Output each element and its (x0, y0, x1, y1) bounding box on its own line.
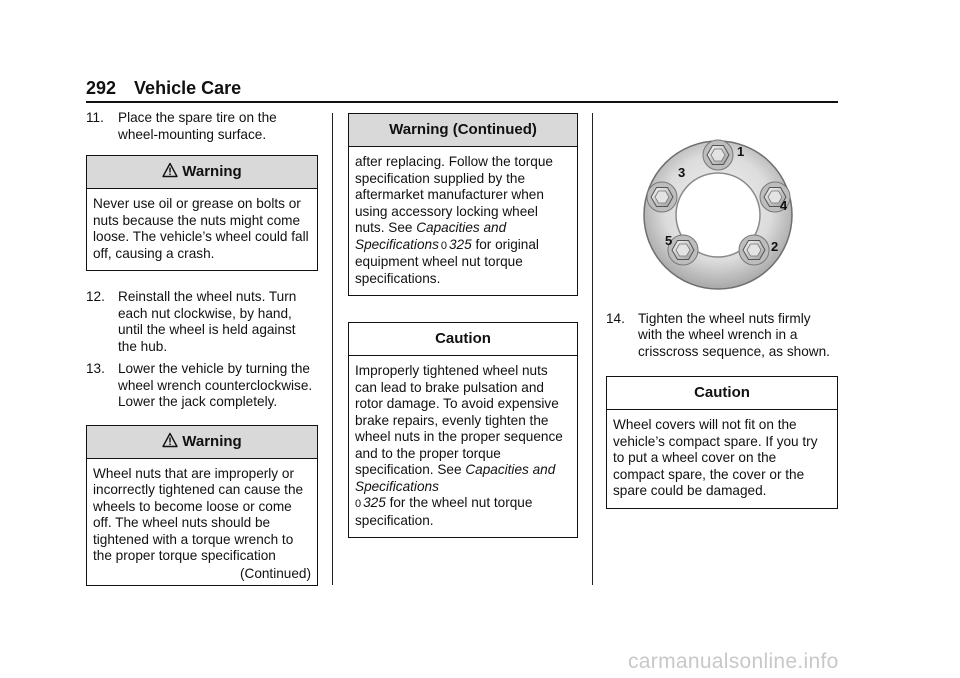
wheel-nut-sequence-diagram: 1 2 3 4 5 (643, 139, 793, 290)
wheel-nut-4 (759, 181, 791, 213)
warning-icon (162, 432, 178, 447)
warning-header: Warning (87, 156, 317, 189)
caution-box-wheel-covers: Caution Wheel covers will not fit on the… (606, 376, 838, 509)
warning-title: Warning (182, 163, 242, 180)
column-divider-2 (592, 113, 593, 585)
page-ref[interactable]: 325 (363, 495, 386, 510)
caution-box-torque: Caution Improperly tightened wheel nuts … (348, 322, 578, 538)
column-divider-1 (332, 113, 333, 585)
column-2: Warning (Continued) after replacing. Fol… (348, 113, 578, 538)
step-text: Place the spare tire on the wheel-mounti… (118, 110, 277, 142)
capacities-link[interactable]: Capacities and Specifications (355, 220, 507, 252)
wheel-nut-5 (667, 234, 699, 266)
page-header: 292 Vehicle Care (86, 78, 241, 99)
nut-label-5: 5 (665, 233, 672, 248)
warning-continued-header: Warning (Continued) (349, 114, 577, 147)
column-3: 1 2 3 4 5 14. Tighten the wheel nuts fir… (606, 110, 838, 509)
warning-title: Warning (182, 432, 242, 450)
wheel-nut-1 (702, 139, 734, 171)
capacities-link[interactable]: Capacities and Specifications (355, 462, 556, 494)
warning-continued-box: Warning (Continued) after replacing. Fol… (348, 113, 578, 296)
step-number: 14. (606, 310, 625, 326)
wheel-nut-3 (646, 181, 678, 213)
wheel-nut-2 (738, 234, 770, 266)
step-13: 13. Lower the vehicle by turning the whe… (86, 361, 318, 411)
page-ref-arrow-icon: 0 (355, 498, 362, 510)
watermark: carmanualsonline.info (628, 650, 839, 673)
continued-label: (Continued) (239, 565, 311, 581)
warning-box-wheel-nuts: Warning Wheel nuts that are improperly o… (86, 424, 318, 586)
header-divider (86, 101, 838, 103)
caution-text: Improperly tightened wheel nuts can lead… (355, 363, 563, 528)
warning-box-oil: Warning Never use oil or grease on bolts… (86, 155, 318, 271)
step-12: 12. Reinstall the wheel nuts. Turn each … (86, 289, 318, 355)
caution-header: Caution (349, 323, 577, 356)
nut-label-4: 4 (780, 198, 788, 213)
warning-text: Never use oil or grease on bolts or nuts… (93, 196, 309, 261)
page-ref[interactable]: 325 (449, 236, 472, 252)
step-14: 14. Tighten the wheel nuts firmly with t… (606, 311, 838, 361)
column-1: 11. Place the spare tire on the wheel-mo… (86, 110, 318, 586)
warning-continued-text: after replacing. Follow the torque speci… (355, 154, 553, 286)
step-text: Tighten the wheel nuts firmly with the w… (638, 310, 830, 359)
warning-header: Warning (87, 425, 317, 459)
wheel-center-hole (675, 172, 761, 258)
step-number: 12. (86, 289, 105, 304)
page-number: 292 (86, 78, 117, 98)
warning-text: Wheel nuts that are improperly or incorr… (93, 465, 304, 564)
section-title: Vehicle Care (134, 78, 242, 98)
warning-icon (162, 162, 178, 178)
step-number: 11. (86, 110, 104, 125)
step-text: Reinstall the wheel nuts. Turn each nut … (118, 289, 297, 354)
caution-text: Wheel covers will not fit on the vehicle… (613, 417, 818, 498)
step-number: 13. (86, 361, 105, 376)
step-11: 11. Place the spare tire on the wheel-mo… (86, 110, 318, 143)
caution-header: Caution (607, 377, 837, 410)
step-text: Lower the vehicle by turning the wheel w… (118, 361, 313, 409)
nut-label-2: 2 (771, 239, 778, 254)
page-ref-arrow-icon: 0 (440, 239, 447, 252)
nut-label-1: 1 (737, 144, 744, 159)
nut-label-3: 3 (678, 165, 685, 180)
